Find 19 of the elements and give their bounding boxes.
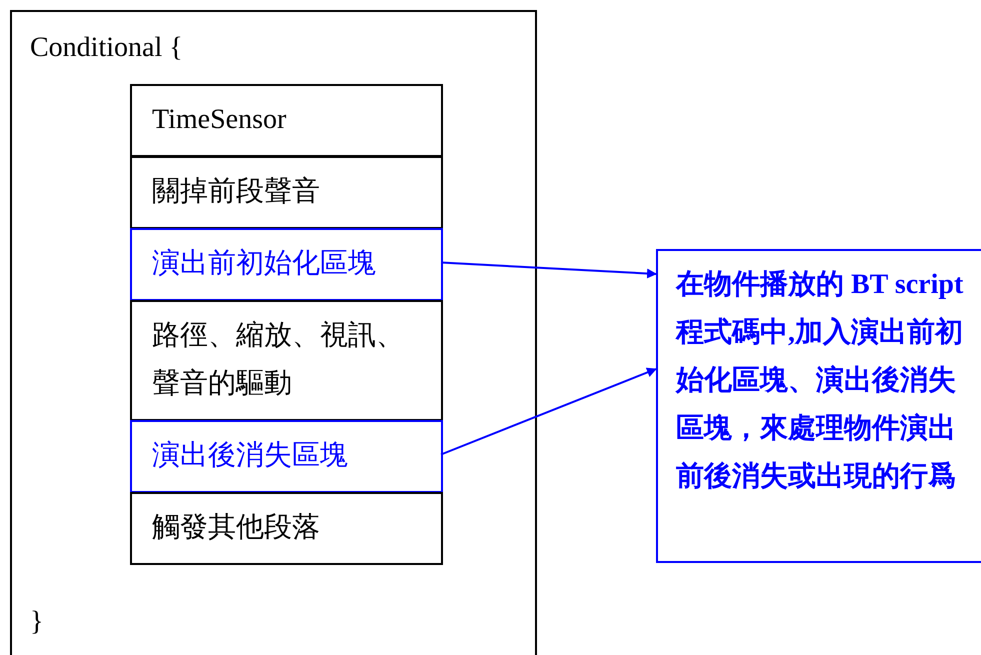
- closing-brace: }: [30, 605, 44, 639]
- note-box: [656, 249, 981, 563]
- block-frame: [10, 10, 537, 655]
- cell-text: TimeSensor: [152, 103, 288, 137]
- arrow: [440, 262, 657, 278]
- block-heading: Conditional {: [30, 31, 183, 65]
- cell-text: 路徑、縮放、視訊、聲音的驅動: [152, 319, 405, 401]
- step-cell: [130, 156, 443, 229]
- sensor-cell: [130, 84, 443, 157]
- init-cell: [130, 228, 443, 301]
- driver-cell: [130, 300, 443, 421]
- note-text: 在物件播放的 BT script 程式碼中,加入演出前初始化區塊、演出後消失區塊，來處理物件演出前後消失或出現的行爲: [676, 268, 964, 494]
- cell-text: 演出後消失區塊: [152, 439, 349, 473]
- exit-cell: [130, 420, 443, 493]
- trigger-cell: [130, 492, 443, 565]
- cell-text: 觸發其他段落: [152, 511, 321, 545]
- cell-text: 演出前初始化區塊: [152, 247, 377, 281]
- cell-text: 關掉前段聲音: [152, 175, 321, 209]
- arrow: [440, 368, 657, 456]
